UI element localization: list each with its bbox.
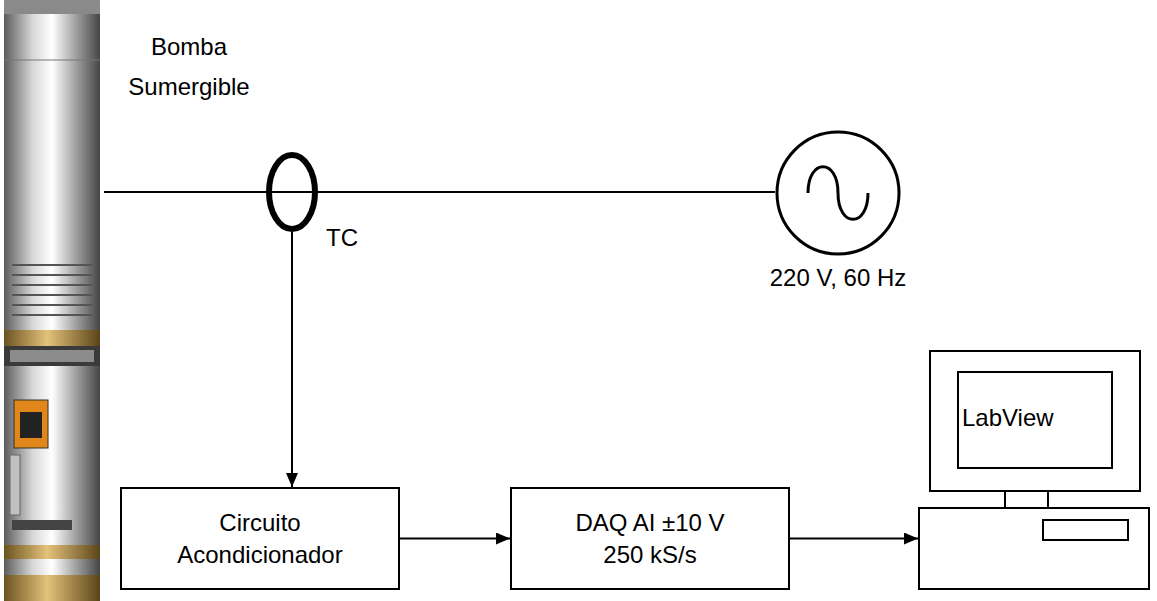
- process-box: DAQ AI ±10 V 250 kS/s: [510, 487, 790, 590]
- computer-node: LabView: [918, 350, 1150, 590]
- wire-line: [104, 191, 266, 193]
- node-label: Circuito Acondicionador: [160, 507, 360, 571]
- shape-outline: [266, 152, 318, 232]
- shape-outline: [918, 350, 1150, 590]
- shape-outline: [775, 130, 901, 256]
- node-label: 220 V, 60 Hz: [735, 262, 941, 294]
- signal-arrow: [790, 538, 918, 540]
- node-label: DAQ AI ±10 V 250 kS/s: [564, 507, 736, 571]
- current-transformer: TC: [266, 152, 318, 232]
- node-label: Bomba Sumergible: [110, 27, 268, 107]
- wire-line: [318, 191, 775, 193]
- node-label: LabView: [962, 402, 1074, 434]
- signal-arrow: [400, 538, 510, 540]
- signal-arrow: [291, 232, 293, 487]
- node-label: TC: [326, 222, 376, 254]
- pump-node: Bomba Sumergible: [0, 0, 104, 601]
- shape-outline: [0, 0, 104, 601]
- ac-source: 220 V, 60 Hz: [775, 130, 901, 256]
- process-box: Circuito Acondicionador: [120, 487, 400, 590]
